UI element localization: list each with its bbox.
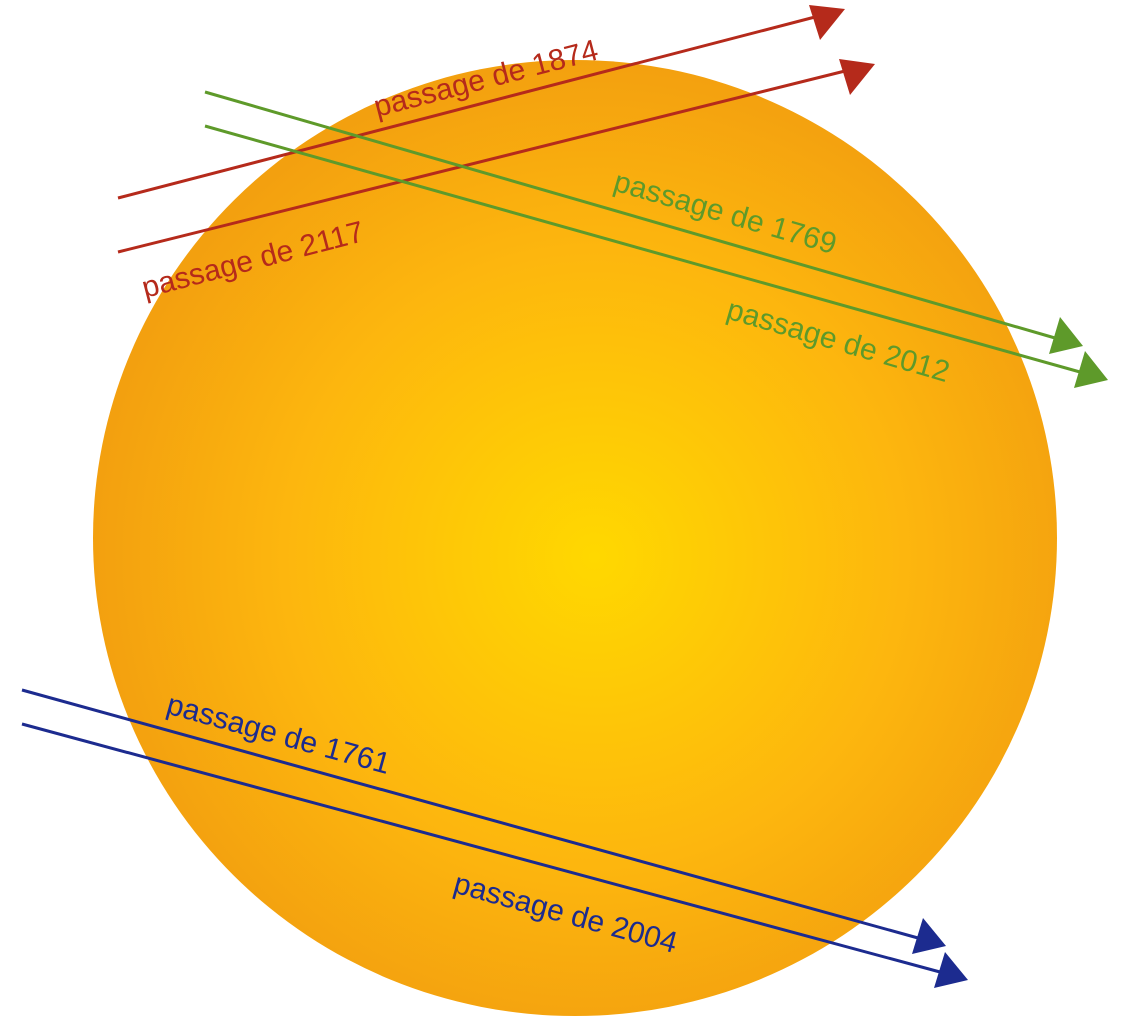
transit-path-1874 [117,15,816,200]
transit-path-2117 [117,69,846,254]
transit-path-2012 [204,124,1081,374]
transit-path-2004 [21,722,941,974]
arrowhead-1874 [809,5,845,40]
arrowhead-1761 [912,918,946,954]
transit-path-1769 [204,90,1056,340]
arrowhead-2012 [1074,351,1108,388]
arrowhead-1769 [1049,317,1083,354]
arrowhead-2117 [839,59,875,95]
arrowhead-2004 [934,952,968,988]
transit-path-1761 [21,688,919,940]
